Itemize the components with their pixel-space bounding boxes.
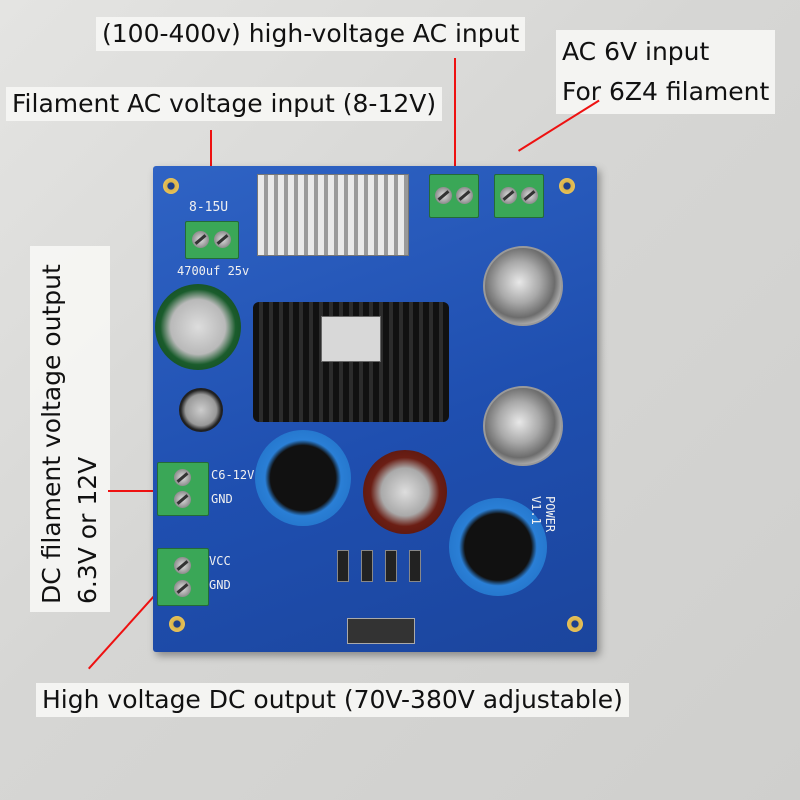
terminal-dc-filament[interactable] — [157, 462, 209, 516]
diode — [409, 550, 421, 582]
capacitor-brown — [363, 450, 447, 534]
capacitor-blue-1 — [255, 430, 351, 526]
label-ac6v-input: AC 6V input For 6Z4 filament — [556, 30, 776, 114]
label-hv-ac-input: (100-400v) high-voltage AC input — [96, 17, 526, 51]
screw-icon — [214, 231, 231, 248]
silk-vcc: VCC — [209, 554, 231, 568]
screw-icon — [435, 187, 452, 204]
screw-icon — [456, 187, 473, 204]
terminal-ac-6v[interactable] — [494, 174, 544, 218]
screw-icon — [174, 469, 191, 486]
terminal-filament-ac[interactable] — [185, 221, 239, 259]
mounting-hole — [567, 616, 583, 632]
screw-icon — [174, 491, 191, 508]
label-ac6v-line1: AC 6V input — [562, 37, 710, 66]
vacuum-tube-1 — [483, 246, 563, 326]
diode — [337, 550, 349, 582]
label-hv-dc-output: High voltage DC output (70V-380V adjusta… — [36, 683, 629, 717]
terminal-hv-dc[interactable] — [157, 548, 209, 606]
mounting-hole — [559, 178, 575, 194]
regulator-chip — [321, 316, 381, 362]
screw-icon — [192, 231, 209, 248]
pointer-line-dc-filament — [108, 490, 158, 492]
capacitor-small — [179, 388, 223, 432]
silk-cap-main: 4700uf 25v — [177, 264, 250, 278]
power-transistor — [347, 618, 415, 644]
silk-dc-out: C6-12V — [211, 468, 255, 482]
label-ac6v-line2: For 6Z4 filament — [562, 77, 770, 106]
silk-gnd-1: GND — [211, 492, 233, 506]
power-supply-board: 8-15U 4700uf 25v C6-12V GND VCC GND POWE — [153, 166, 597, 652]
label-dc-filament-line2: 6.3V or 12V — [73, 456, 102, 604]
screw-icon — [174, 557, 191, 574]
mounting-hole — [169, 616, 185, 632]
terminal-hv-ac[interactable] — [429, 174, 479, 218]
silk-filament-in: 8-15U — [189, 200, 229, 215]
screw-icon — [521, 187, 538, 204]
screw-icon — [500, 187, 517, 204]
diode — [385, 550, 397, 582]
capacitor-4700uf — [155, 284, 241, 370]
capacitor-blue-2 — [449, 498, 547, 596]
silk-version: POWER V1.1 — [529, 496, 557, 533]
label-dc-filament-line1: DC filament voltage output — [37, 264, 66, 604]
mounting-hole — [163, 178, 179, 194]
screw-icon — [174, 580, 191, 597]
label-filament-ac-input: Filament AC voltage input (8-12V) — [6, 87, 443, 121]
silk-gnd-2: GND — [209, 578, 231, 592]
diode — [361, 550, 373, 582]
pointer-line-hv-ac — [454, 58, 456, 178]
heatsink-top — [257, 174, 409, 256]
label-dc-filament-output: DC filament voltage output 6.3V or 12V — [30, 246, 110, 612]
vacuum-tube-2 — [483, 386, 563, 466]
